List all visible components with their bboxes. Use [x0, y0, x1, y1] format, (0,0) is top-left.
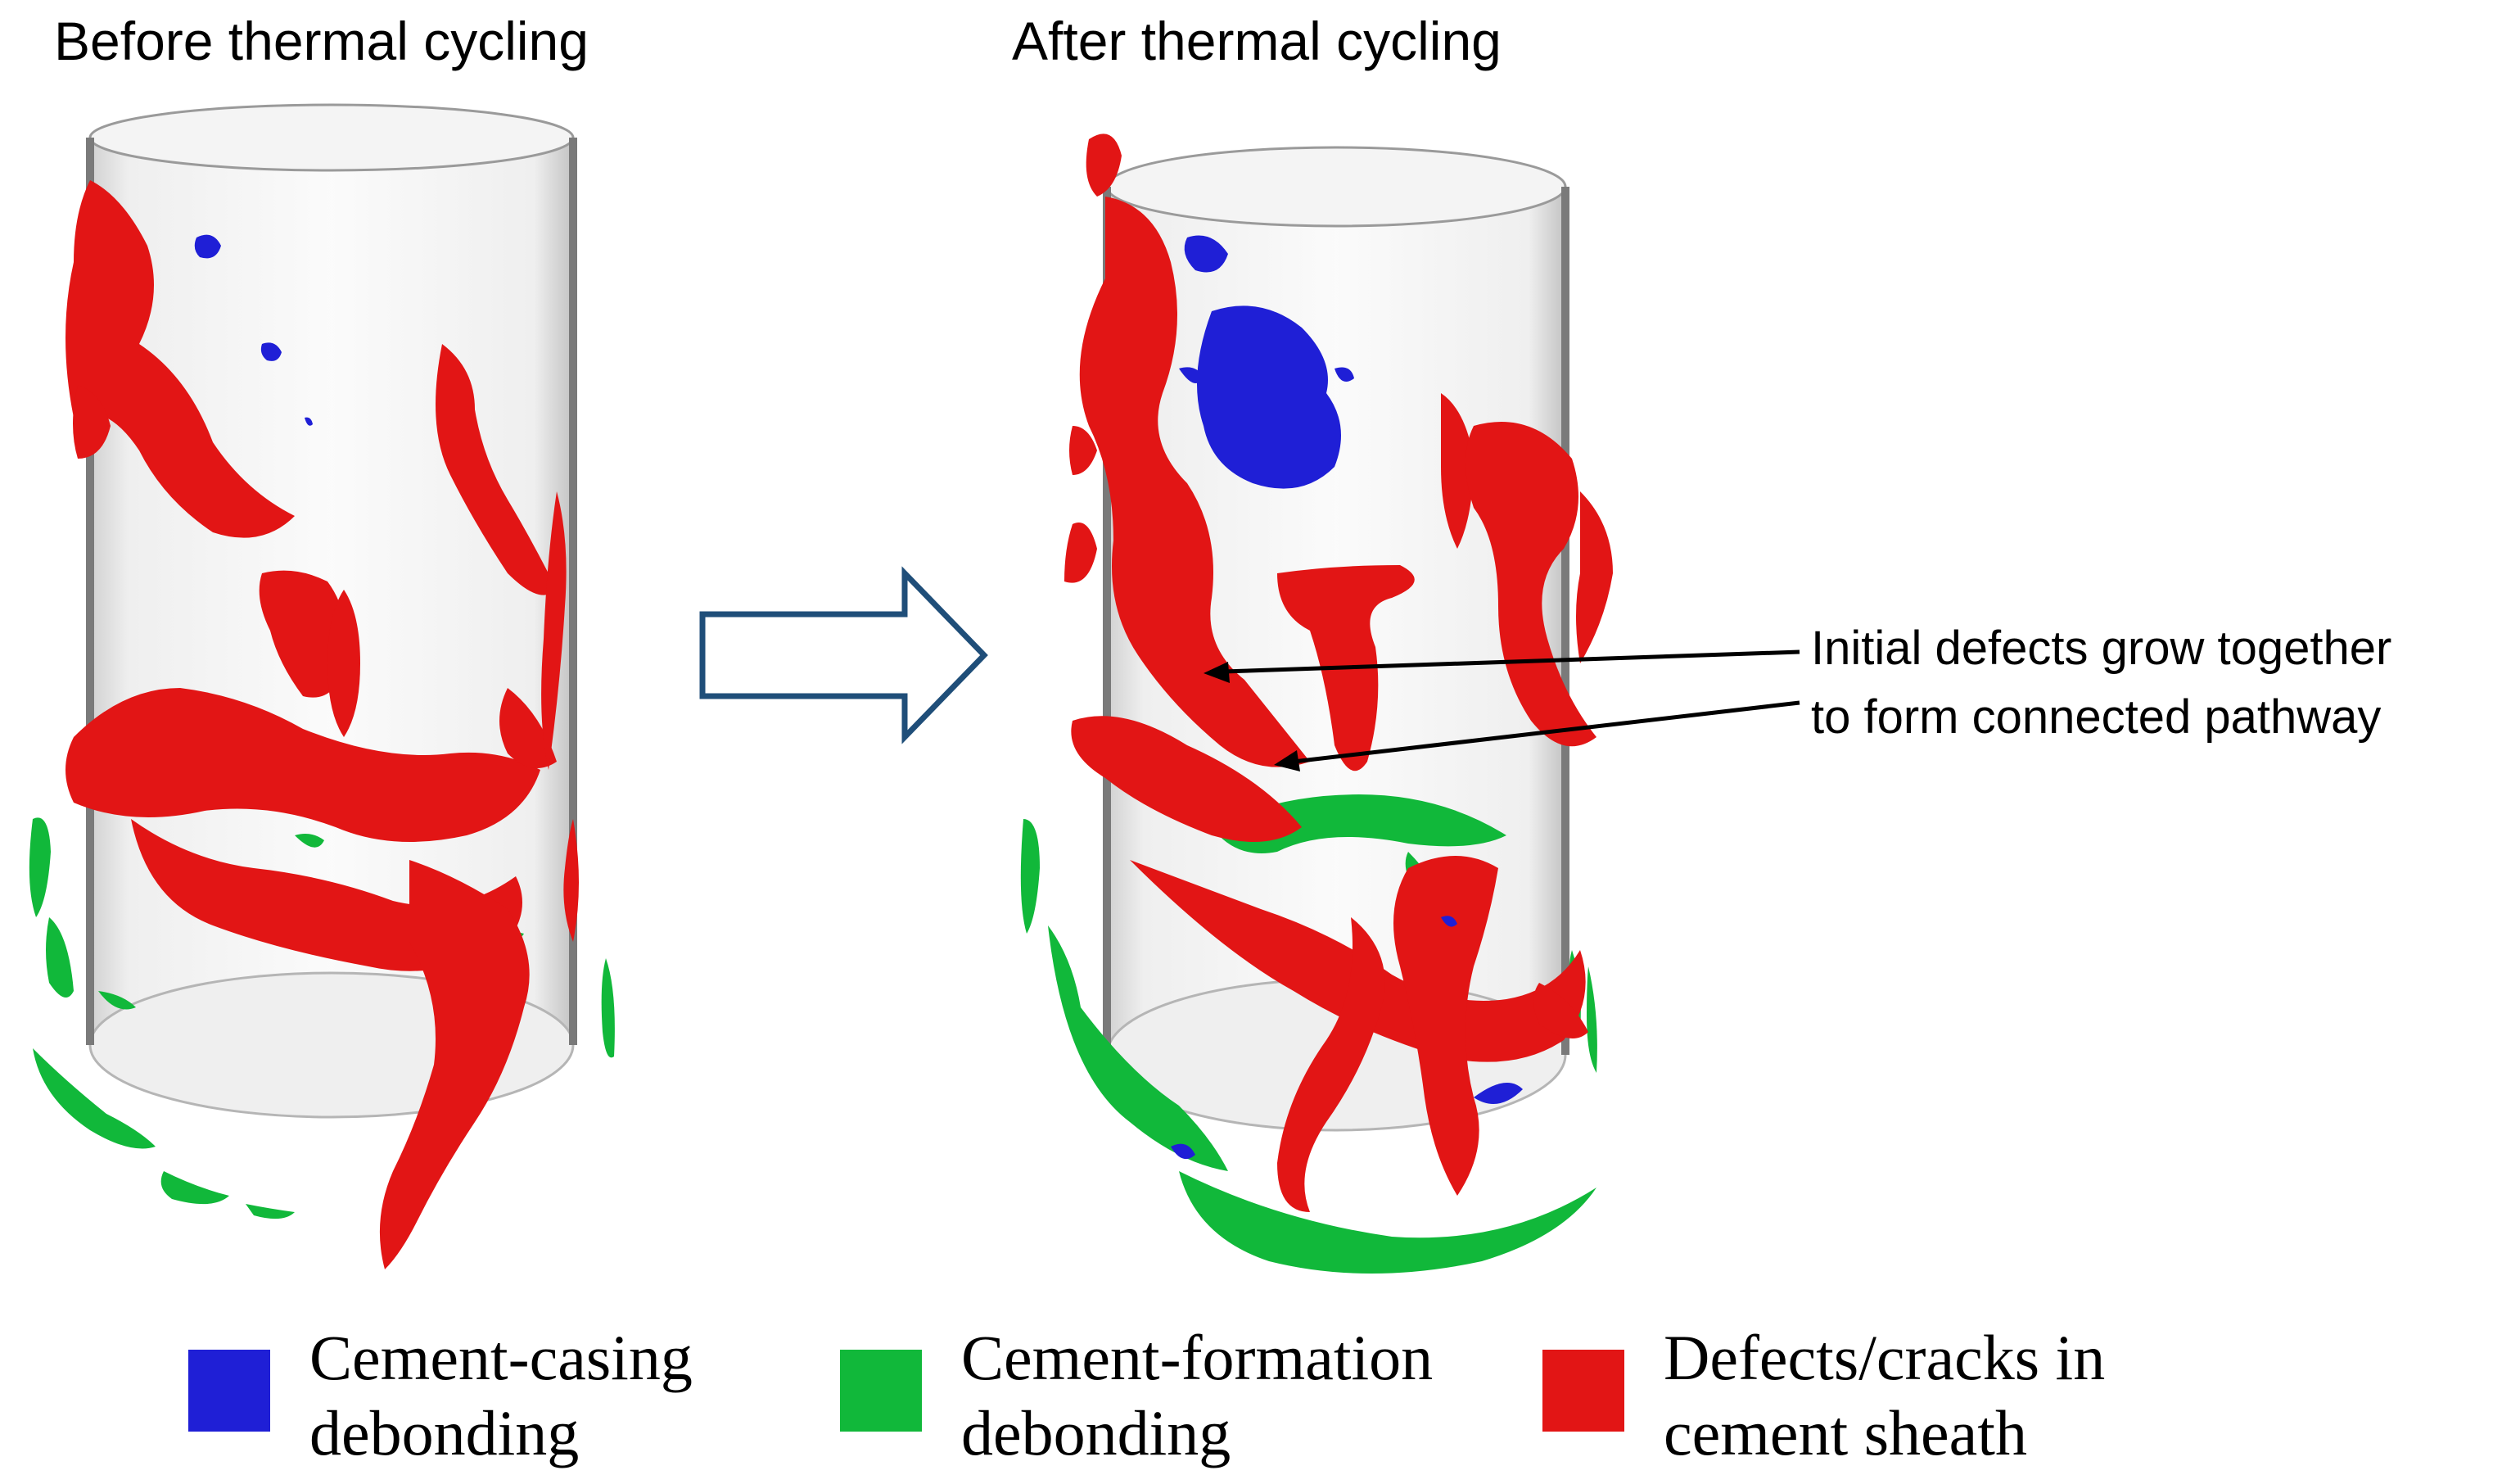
legend-label-formation-line2: debonding [961, 1397, 1231, 1468]
panel-title-before: Before thermal cycling [54, 11, 589, 71]
defects-before [65, 180, 579, 1269]
legend-label-casing-line1: Cement-casing [309, 1322, 693, 1393]
casing-debonding-before [194, 234, 313, 426]
legend-label-defects-line2: cement sheath [1664, 1397, 2027, 1468]
legend-swatch-red [1542, 1350, 1624, 1432]
annotation-leaders [1204, 649, 1800, 771]
formation-debonding-after [1020, 794, 1597, 1274]
panel-title-after: After thermal cycling [1012, 11, 1502, 71]
legend-item-casing-debonding: Cement-casing debonding [188, 1320, 693, 1471]
legend-label-defects-line1: Defects/cracks in [1664, 1322, 2106, 1393]
defects-after [1064, 133, 1613, 1212]
legend-swatch-green [840, 1350, 922, 1432]
annotation-line-1: Initial defects grow together [1811, 622, 2392, 675]
casing-debonding-after [1171, 235, 1523, 1160]
legend-item-defects: Defects/cracks in cement sheath [1542, 1320, 2105, 1471]
figure-canvas [29, 103, 1800, 1274]
legend-label-formation-line1: Cement-formation [961, 1322, 1434, 1393]
legend-label-casing-line2: debonding [309, 1397, 580, 1468]
legend-swatch-blue [188, 1350, 270, 1432]
transition-arrow [699, 566, 988, 744]
legend-item-formation-debonding: Cement-formation debonding [840, 1320, 1433, 1471]
annotation-line-2: to form connected pathway [1811, 690, 2382, 744]
